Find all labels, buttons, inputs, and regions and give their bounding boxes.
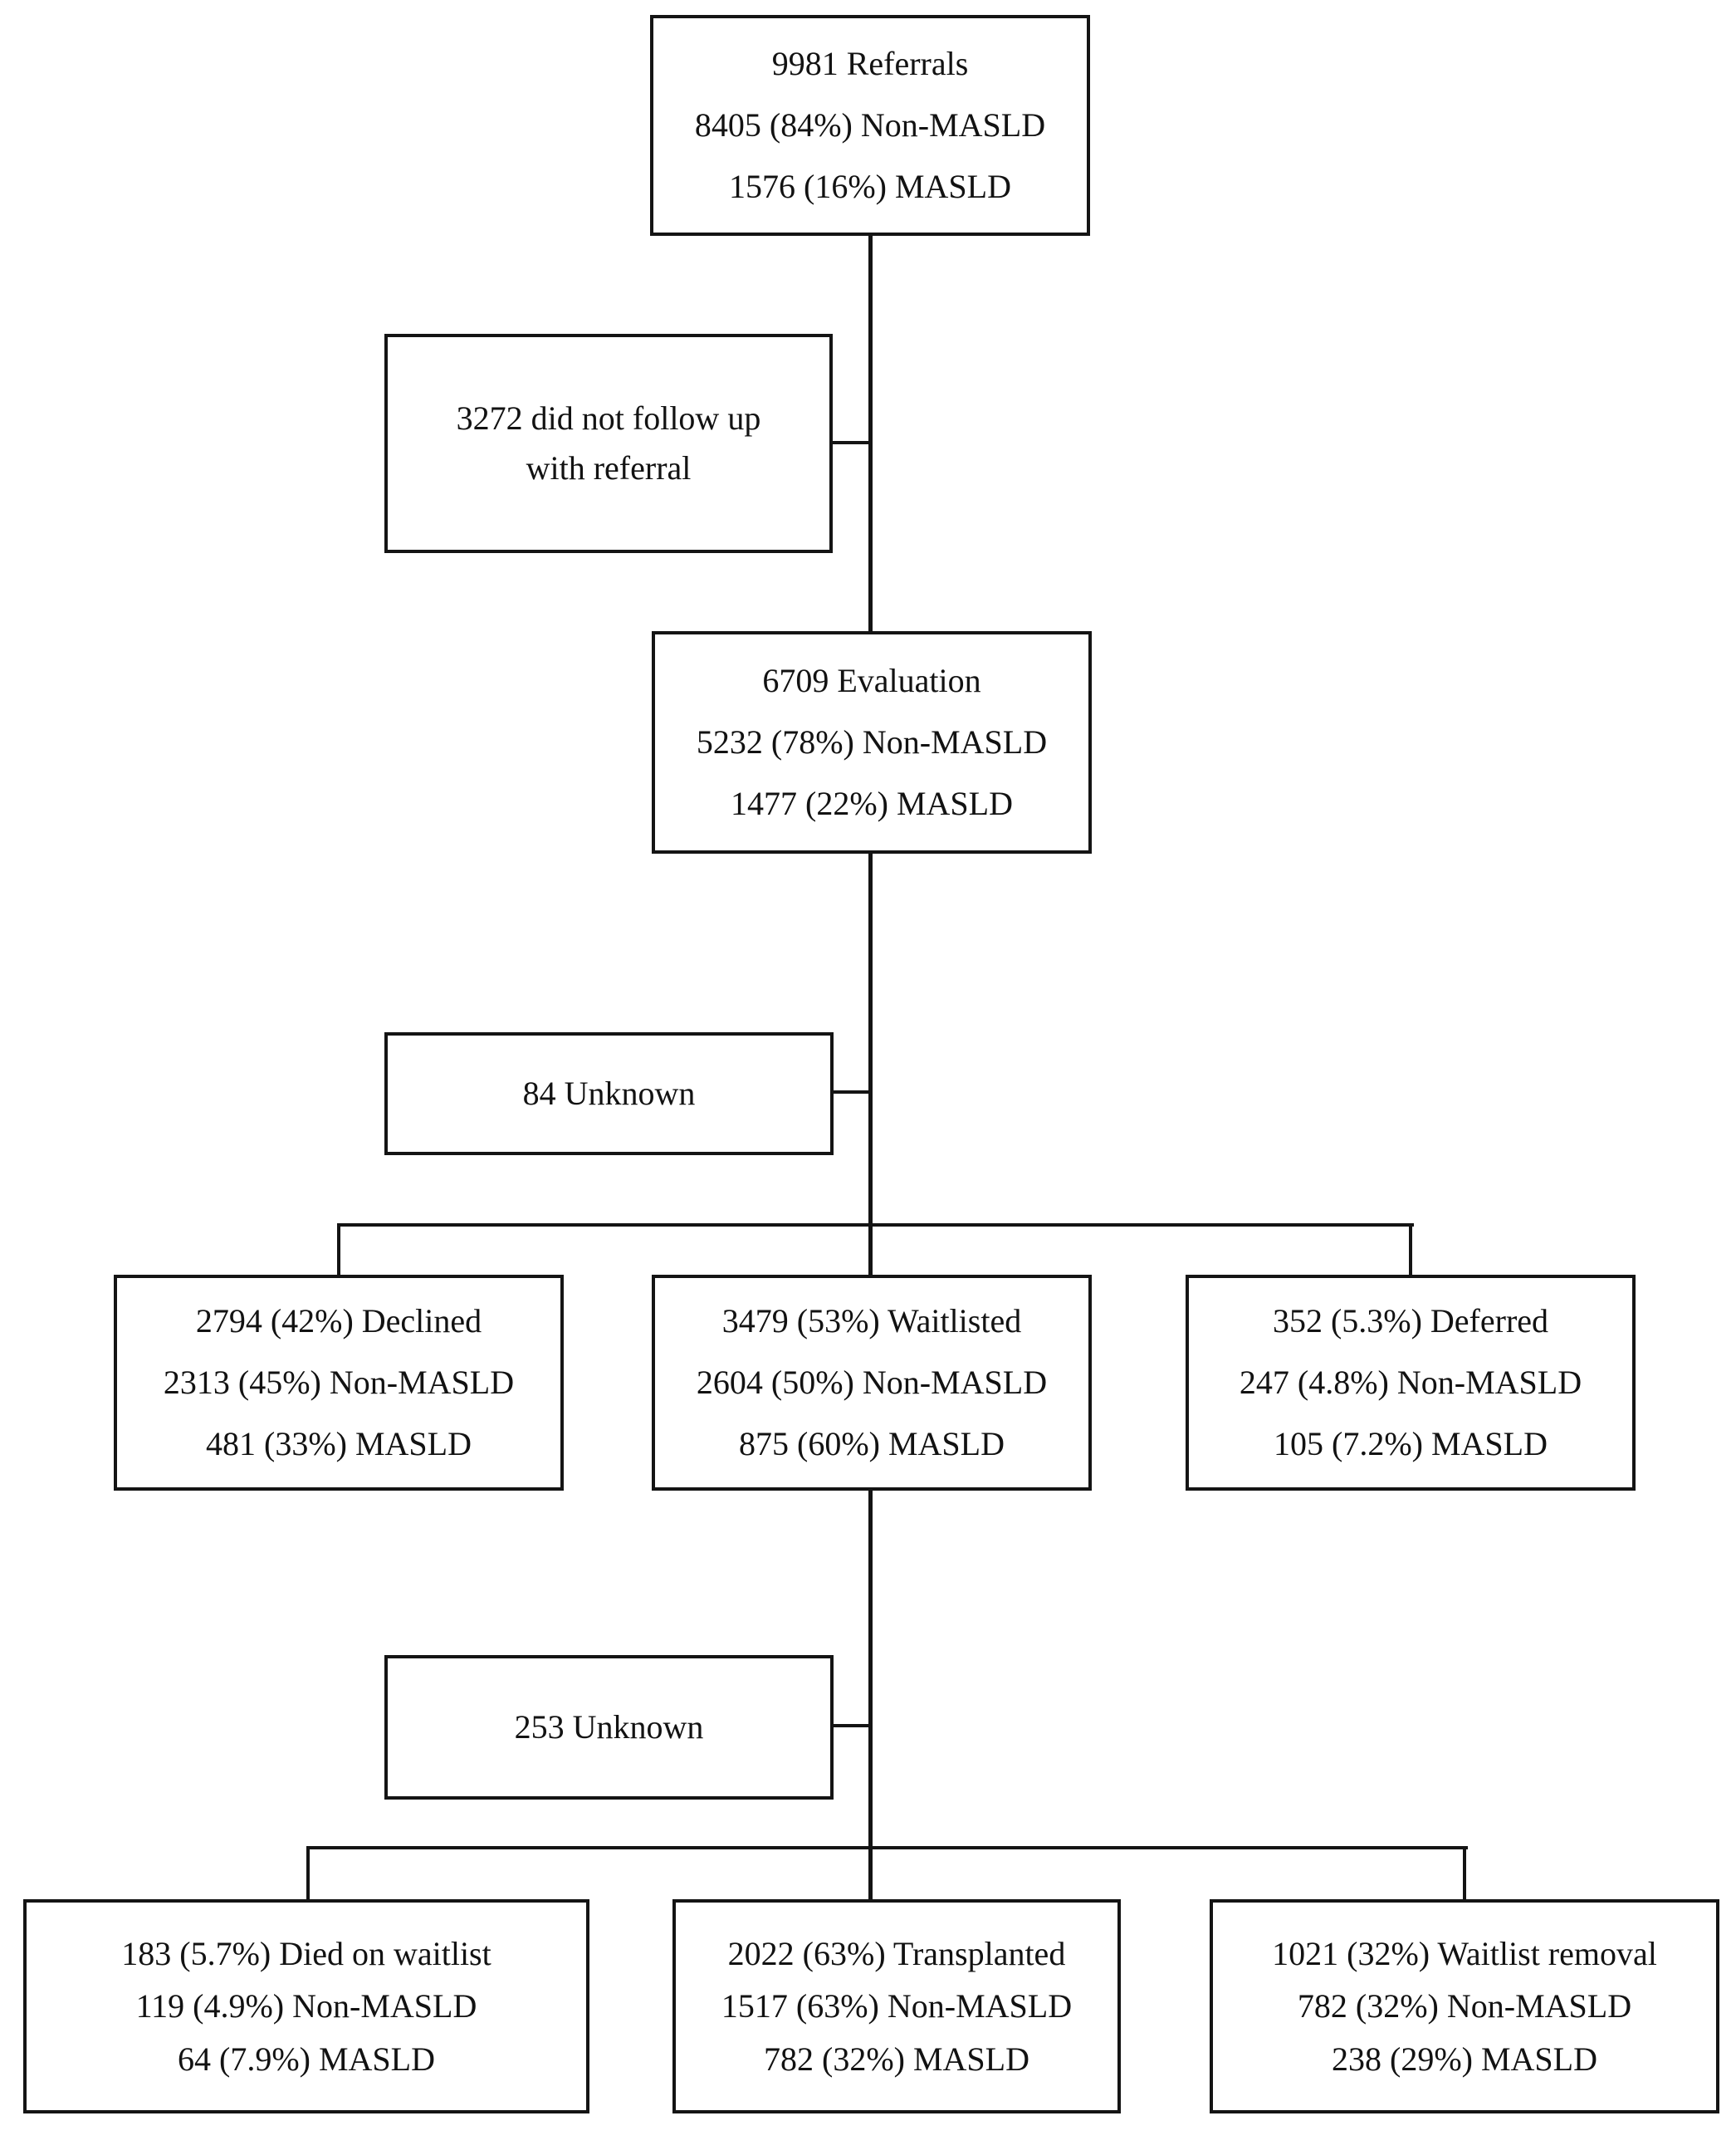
connector-referrals-to-evaluation [868, 234, 873, 633]
node-line: 1021 (32%) Waitlist removal [1272, 1935, 1657, 1973]
node-line: 875 (60%) MASLD [739, 1425, 1005, 1462]
branch-drop-declined [337, 1223, 340, 1276]
node-line: 2313 (45%) Non-MASLD [163, 1364, 515, 1401]
node-evaluation: 6709 Evaluation 5232 (78%) Non-MASLD 147… [652, 631, 1092, 854]
connector-unknown-253-branch [832, 1724, 870, 1727]
node-did-not-follow-up: 3272 did not follow up with referral [384, 334, 833, 553]
branch-line-waitlist-results [306, 1846, 1468, 1849]
node-line: 2604 (50%) Non-MASLD [696, 1364, 1048, 1401]
node-line: 5232 (78%) Non-MASLD [696, 723, 1048, 761]
node-line: 2794 (42%) Declined [195, 1302, 482, 1340]
node-line: 105 (7.2%) MASLD [1274, 1425, 1548, 1462]
node-line: 9981 Referrals [771, 45, 969, 82]
connector-no-followup-branch [831, 441, 870, 444]
node-line: 782 (32%) MASLD [764, 2040, 1029, 2078]
branch-drop-died-on-waitlist [306, 1846, 310, 1901]
node-line: 64 (7.9%) MASLD [178, 2040, 435, 2078]
node-line: 119 (4.9%) Non-MASLD [135, 1987, 477, 2025]
node-line: 238 (29%) MASLD [1332, 2040, 1597, 2078]
node-line: 3479 (53%) Waitlisted [721, 1302, 1022, 1340]
branch-drop-waitlist-removal [1463, 1846, 1466, 1901]
connector-unknown-84-branch [832, 1090, 870, 1094]
node-waitlist-removal: 1021 (32%) Waitlist removal 782 (32%) No… [1210, 1899, 1719, 2113]
connector-evaluation-to-outcomes [868, 852, 873, 1276]
node-deferred: 352 (5.3%) Deferred 247 (4.8%) Non-MASLD… [1186, 1275, 1636, 1491]
node-transplanted: 2022 (63%) Transplanted 1517 (63%) Non-M… [672, 1899, 1121, 2113]
node-line: 1576 (16%) MASLD [729, 168, 1011, 205]
node-line: 8405 (84%) Non-MASLD [694, 106, 1046, 144]
node-line: 84 Unknown [522, 1075, 696, 1112]
node-line: 782 (32%) Non-MASLD [1297, 1987, 1632, 2025]
node-line: 3272 did not follow up [456, 399, 761, 437]
node-line: 6709 Evaluation [762, 662, 981, 699]
node-line: 481 (33%) MASLD [206, 1425, 472, 1462]
branch-line-outcomes [337, 1223, 1414, 1227]
node-unknown-84: 84 Unknown [384, 1032, 834, 1155]
node-declined: 2794 (42%) Declined 2313 (45%) Non-MASLD… [114, 1275, 564, 1491]
node-line: with referral [526, 449, 692, 487]
node-line: 183 (5.7%) Died on waitlist [121, 1935, 491, 1973]
node-line: 2022 (63%) Transplanted [727, 1935, 1066, 1973]
node-line: 253 Unknown [514, 1708, 704, 1746]
node-referrals: 9981 Referrals 8405 (84%) Non-MASLD 1576… [650, 15, 1090, 236]
node-line: 352 (5.3%) Deferred [1272, 1302, 1549, 1340]
node-line: 1477 (22%) MASLD [731, 785, 1013, 822]
node-died-on-waitlist: 183 (5.7%) Died on waitlist 119 (4.9%) N… [23, 1899, 589, 2113]
node-line: 1517 (63%) Non-MASLD [721, 1987, 1073, 2025]
node-line: 247 (4.8%) Non-MASLD [1239, 1364, 1582, 1401]
node-unknown-253: 253 Unknown [384, 1655, 834, 1800]
branch-drop-deferred [1409, 1223, 1412, 1276]
connector-waitlisted-to-results [868, 1489, 873, 1901]
node-waitlisted: 3479 (53%) Waitlisted 2604 (50%) Non-MAS… [652, 1275, 1092, 1491]
